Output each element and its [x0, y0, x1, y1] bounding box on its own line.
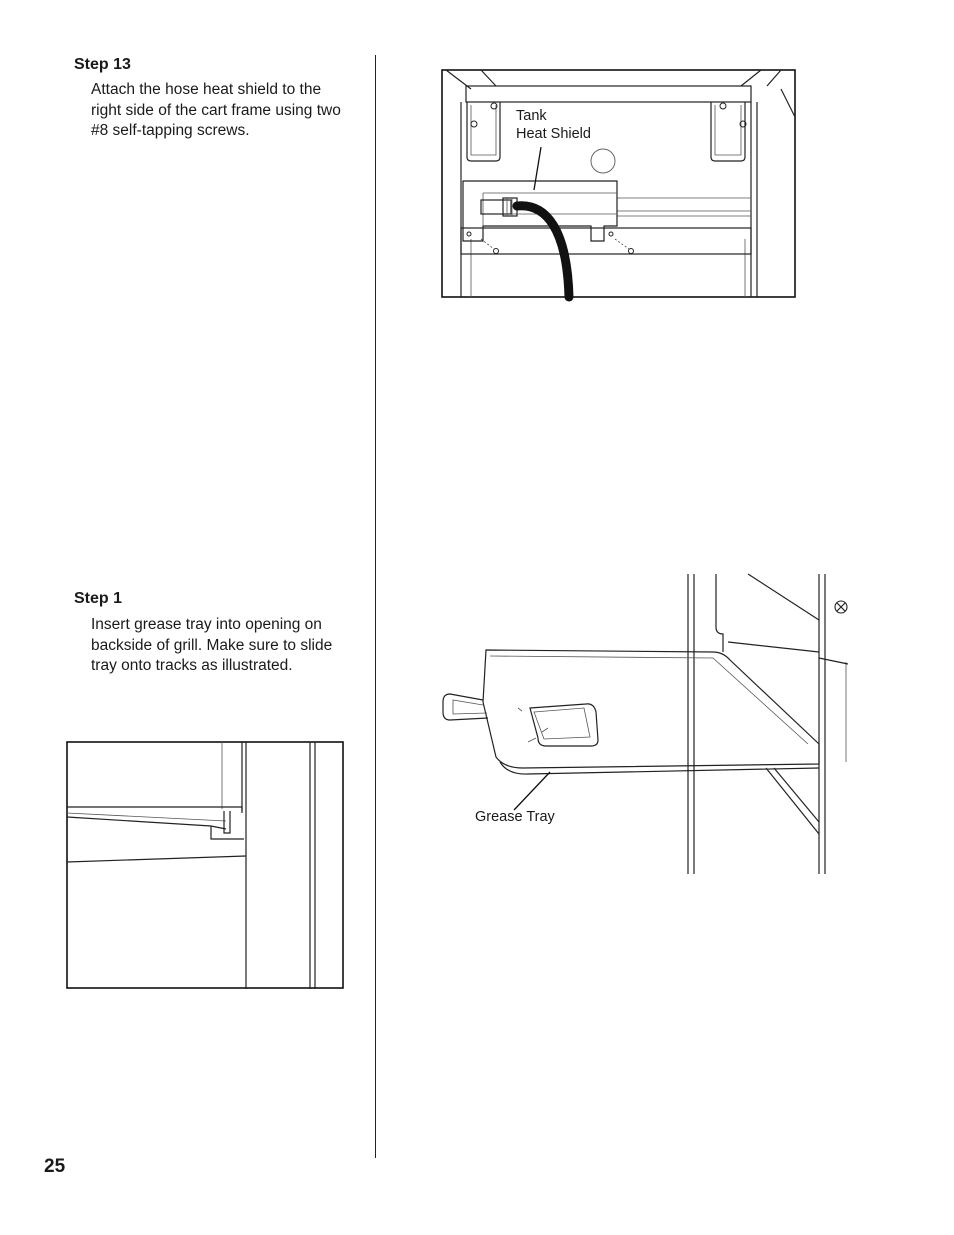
step-13-instructions: Attach the hose heat shield to the right…	[91, 81, 341, 139]
heat-shield-illustration: Tank Heat Shield	[441, 69, 796, 302]
step-1-instructions: Insert grease tray into opening on backs…	[91, 616, 333, 674]
grease-tray-label: Grease Tray	[475, 809, 556, 825]
step-13-title: Step 13	[74, 56, 131, 73]
page-number: 25	[44, 1156, 66, 1177]
grease-tray-illustration: Grease Tray	[442, 573, 849, 874]
column-divider	[375, 55, 377, 1158]
tank-heat-shield-label-line1: Tank	[516, 108, 547, 124]
tray-track-detail-illustration	[66, 741, 344, 989]
tank-heat-shield-label-line2: Heat Shield	[516, 126, 591, 142]
step-1-title: Step 1	[74, 590, 123, 607]
